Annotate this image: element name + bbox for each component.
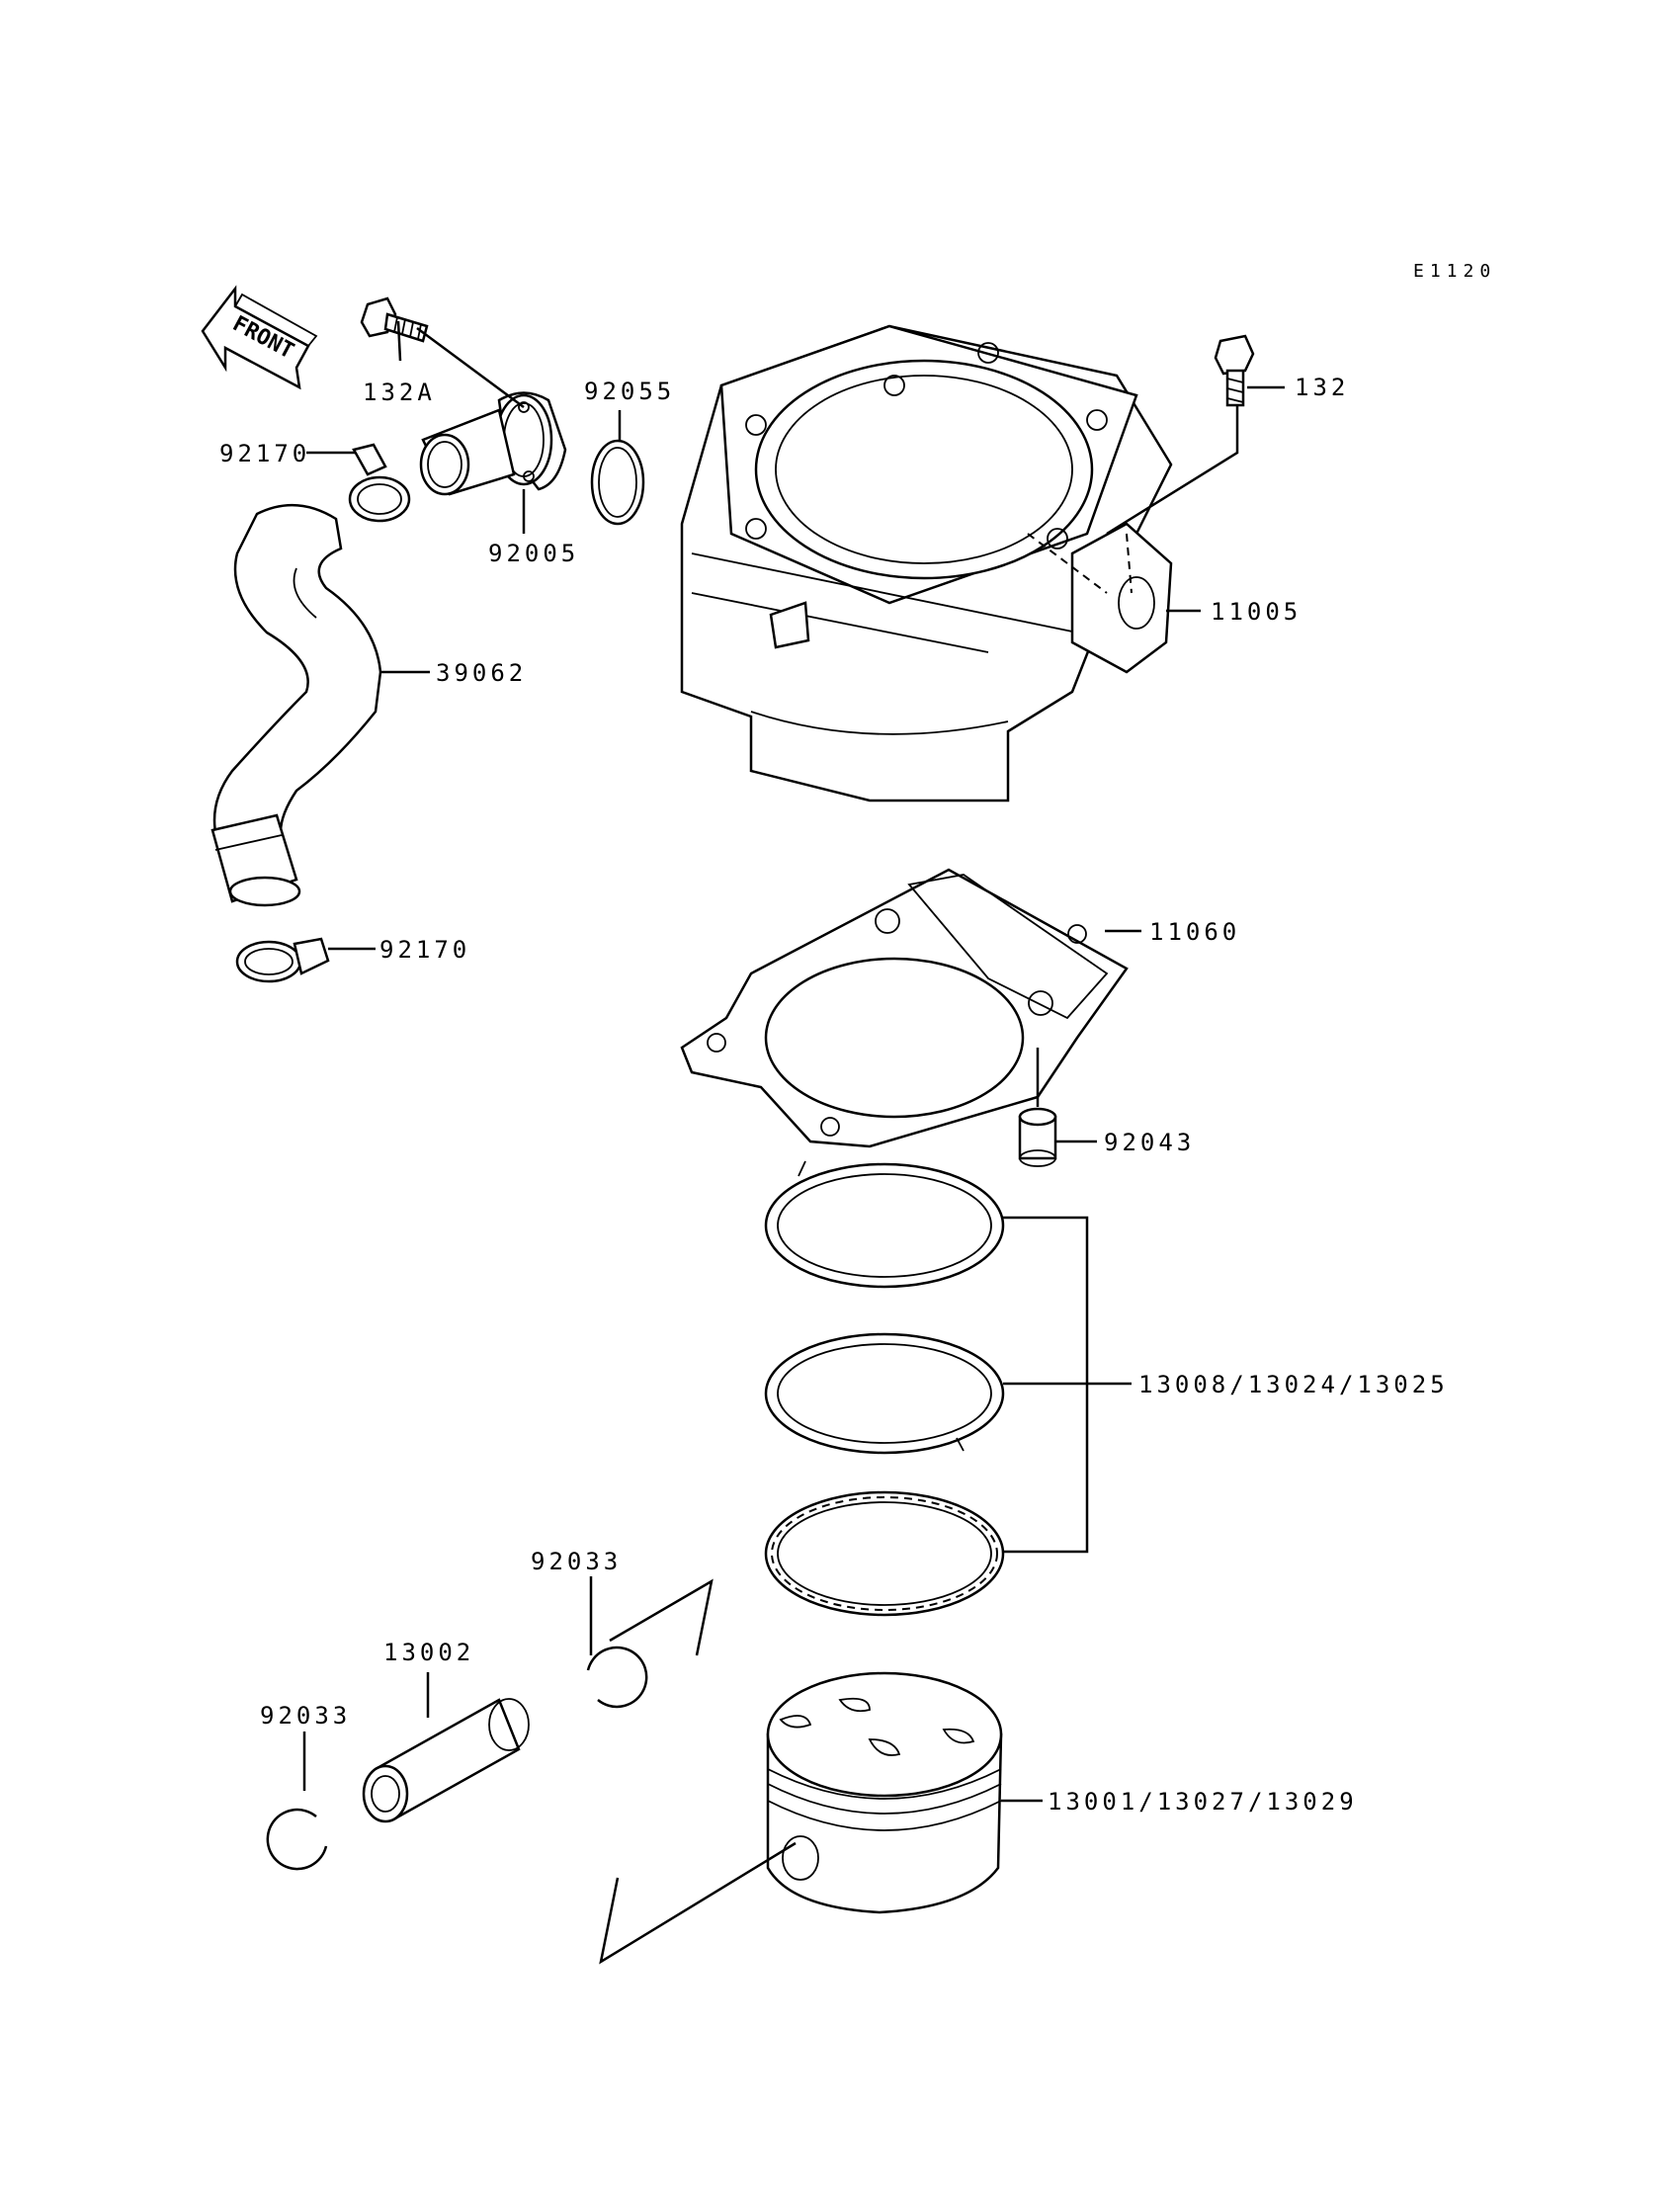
cylinder-gasket-11060 <box>680 868 1129 1148</box>
piston-ring-top <box>764 1160 1005 1289</box>
label-92043: 92043 <box>1104 1129 1195 1156</box>
part-labels: 132A 92055 132 92170 92005 11005 39062 1… <box>219 374 1449 1816</box>
cylinder-block-11005 <box>680 324 1173 803</box>
piston-13001 <box>766 1671 1003 1914</box>
leader-lines <box>302 320 1285 1965</box>
circlip-92033-upper <box>586 1646 648 1709</box>
label-92033-upper: 92033 <box>531 1548 622 1575</box>
label-92170-upper: 92170 <box>219 440 310 467</box>
label-13008: 13008/13024/13025 <box>1138 1371 1449 1398</box>
label-92005: 92005 <box>488 540 579 567</box>
label-92170-lower: 92170 <box>379 936 470 964</box>
hose-39062 <box>210 503 382 907</box>
drawing-code: E1120 <box>1413 261 1496 282</box>
front-arrow-icon: FRONT <box>201 285 318 390</box>
hose-clamp-92170-lower <box>235 937 330 983</box>
label-39062: 39062 <box>436 659 527 687</box>
label-92055: 92055 <box>584 378 675 405</box>
dowel-pin-92043 <box>1018 1107 1057 1167</box>
label-132: 132 <box>1295 374 1349 401</box>
label-92033-lower: 92033 <box>260 1702 351 1730</box>
circlip-92033-lower <box>266 1808 328 1871</box>
water-fitting-92005 <box>419 391 567 496</box>
label-13001: 13001/13027/13029 <box>1048 1788 1358 1816</box>
label-11005: 11005 <box>1211 598 1302 626</box>
label-11060: 11060 <box>1149 918 1240 946</box>
hose-clamp-92170-upper <box>348 443 411 523</box>
o-ring-92055 <box>590 439 645 526</box>
piston-pin-13002 <box>362 1698 530 1823</box>
label-13002: 13002 <box>383 1639 474 1666</box>
bolt-132 <box>1214 334 1255 407</box>
bolt-132a <box>360 296 429 343</box>
piston-ring-second <box>764 1332 1005 1455</box>
piston-ring-oil <box>764 1490 1005 1617</box>
label-132a: 132A <box>363 379 436 406</box>
